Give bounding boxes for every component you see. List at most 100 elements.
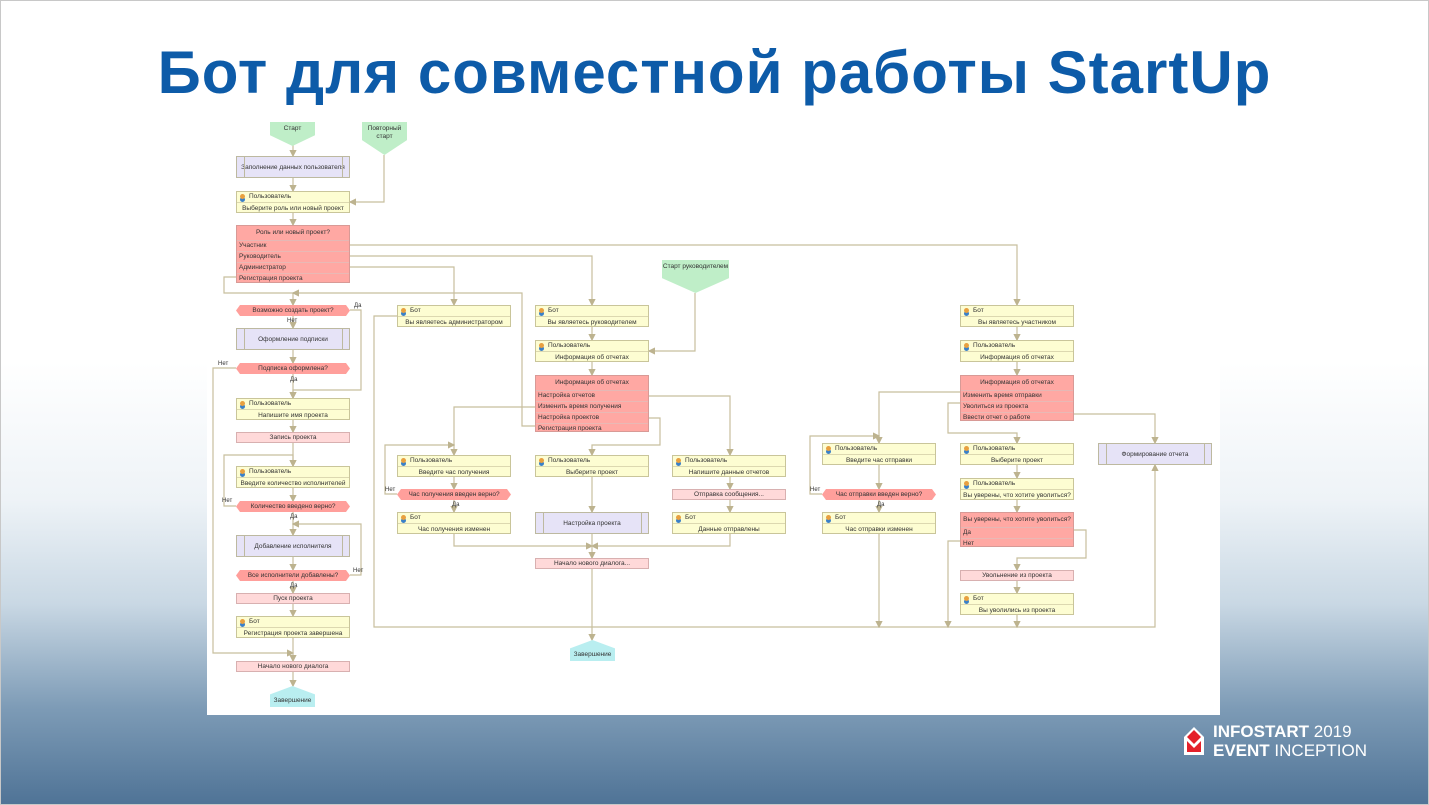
condition-node[interactable]: Час отправки введен верно? xyxy=(822,489,936,500)
end-node[interactable]: Завершение xyxy=(570,640,615,661)
user-actor-label: Пользователь xyxy=(961,479,1073,490)
condition-node[interactable]: Час получения введен верно? xyxy=(397,489,511,500)
subprocess-node[interactable]: Добавление исполнителя xyxy=(236,535,350,557)
subprocess-node[interactable]: Формирование отчета xyxy=(1098,443,1212,465)
edge-label: Нет xyxy=(218,361,229,367)
choice-option[interactable]: Регистрация проекта xyxy=(536,424,648,431)
operation-node[interactable]: Увольнение из проекта xyxy=(960,570,1074,581)
choice-option[interactable]: Участник xyxy=(237,241,349,252)
node-text: Начало нового диалога... xyxy=(553,560,631,567)
condition-node[interactable]: Количество введено верно? xyxy=(236,501,350,512)
condition-node[interactable]: Все исполнители добавлены? xyxy=(236,570,350,581)
node-text: Выберите роль или новый проект xyxy=(242,205,344,212)
edge-label: Да xyxy=(354,303,362,309)
brand-event-name: INCEPTION xyxy=(1269,741,1367,760)
edge-label: Нет xyxy=(353,568,364,574)
choice-option[interactable]: Регистрация проекта xyxy=(237,274,349,282)
end-node[interactable]: Завершение xyxy=(270,686,315,707)
node-text: Увольнение из проекта xyxy=(982,572,1052,579)
brand-year: 2019 xyxy=(1309,722,1352,741)
node-text: Час отправки введен верно? xyxy=(835,491,923,498)
subprocess-node[interactable]: Оформление подписки xyxy=(236,328,350,350)
user-actor-label: Пользователь xyxy=(536,456,648,467)
choice-option[interactable]: Администратор xyxy=(237,263,349,274)
edge-label: Да xyxy=(290,583,298,589)
bot-actor-label: Бот xyxy=(961,306,1073,317)
operation-node[interactable]: Запись проекта xyxy=(236,432,350,443)
edge-label: Да xyxy=(452,502,460,508)
user-actor-label: Пользователь xyxy=(237,399,349,410)
slide-title: Бот для совместной работы StartUp xyxy=(157,39,1272,106)
edge-label: Нет xyxy=(222,498,233,504)
bot-actor-label: Бот xyxy=(673,513,785,524)
user-actor-label: Пользователь xyxy=(673,456,785,467)
edge-label: Нет xyxy=(810,487,821,493)
bot-actor-label: Бот xyxy=(398,513,510,524)
choice-option[interactable]: Да xyxy=(961,528,1073,539)
node-text: Пуск проекта xyxy=(273,595,313,602)
node-text: Заполнение данных пользователя xyxy=(241,163,345,171)
operation-node[interactable]: Начало нового диалога xyxy=(236,661,350,672)
user-actor-label: Пользователь xyxy=(398,456,510,467)
node-text: Вы являетесь руководителем xyxy=(547,319,637,326)
choice-option[interactable]: Изменить время отправки xyxy=(961,391,1073,402)
condition-node[interactable]: Подписка оформлена? xyxy=(236,363,350,374)
bot-actor-label: Бот xyxy=(961,594,1073,605)
node-text: Вы уволились из проекта xyxy=(978,607,1056,614)
bot-message-node[interactable]: Бот Вы уволились из проекта xyxy=(960,593,1074,615)
condition-node[interactable]: Возможно создать проект? xyxy=(236,305,350,316)
choice-option[interactable]: Изменить время получения xyxy=(536,402,648,413)
user-actor-label: Пользователь xyxy=(823,444,935,455)
choice-option[interactable]: Настройка отчетов xyxy=(536,391,648,402)
choice-option[interactable]: Руководитель xyxy=(237,252,349,263)
node-text: Регистрация проекта завершена xyxy=(243,630,343,637)
infostart-logo: INFOSTART 2019 EVENT INCEPTION xyxy=(1183,722,1367,760)
node-text: Старт руководителем xyxy=(662,263,729,270)
node-text: Возможно создать проект? xyxy=(252,307,334,314)
bot-actor-label: Бот xyxy=(237,617,349,628)
user-actor-label: Пользователь xyxy=(961,341,1073,352)
subprocess-node[interactable]: Заполнение данных пользователя xyxy=(236,156,350,178)
choice-option[interactable]: Уволиться из проекта xyxy=(961,402,1073,413)
node-text: Запись проекта xyxy=(269,434,317,441)
operation-node[interactable]: Пуск проекта xyxy=(236,593,350,604)
operation-node[interactable]: Отправка сообщения... xyxy=(672,489,786,500)
edge-label: Да xyxy=(290,514,298,520)
choice-title: Информация об отчетах xyxy=(961,376,1073,391)
node-text: Старт xyxy=(283,125,302,132)
choice-option[interactable]: Настройка проектов xyxy=(536,413,648,424)
choice-option[interactable]: Ввести отчет о работе xyxy=(961,413,1073,420)
node-text: Информация об отчетах xyxy=(555,354,629,361)
node-text: Введите час получения xyxy=(418,469,490,476)
operation-node[interactable]: Начало нового диалога... xyxy=(535,558,649,569)
brand-name: INFOSTART xyxy=(1213,722,1310,741)
subprocess-node[interactable]: Настройка проекта xyxy=(535,512,649,534)
node-text: Оформление подписки xyxy=(258,335,328,343)
choice-option[interactable]: Нет xyxy=(961,539,1073,546)
node-text: Час получения изменен xyxy=(417,526,491,533)
node-text: Час получения введен верно? xyxy=(408,491,500,498)
node-text: Час отправки изменен xyxy=(845,526,913,533)
